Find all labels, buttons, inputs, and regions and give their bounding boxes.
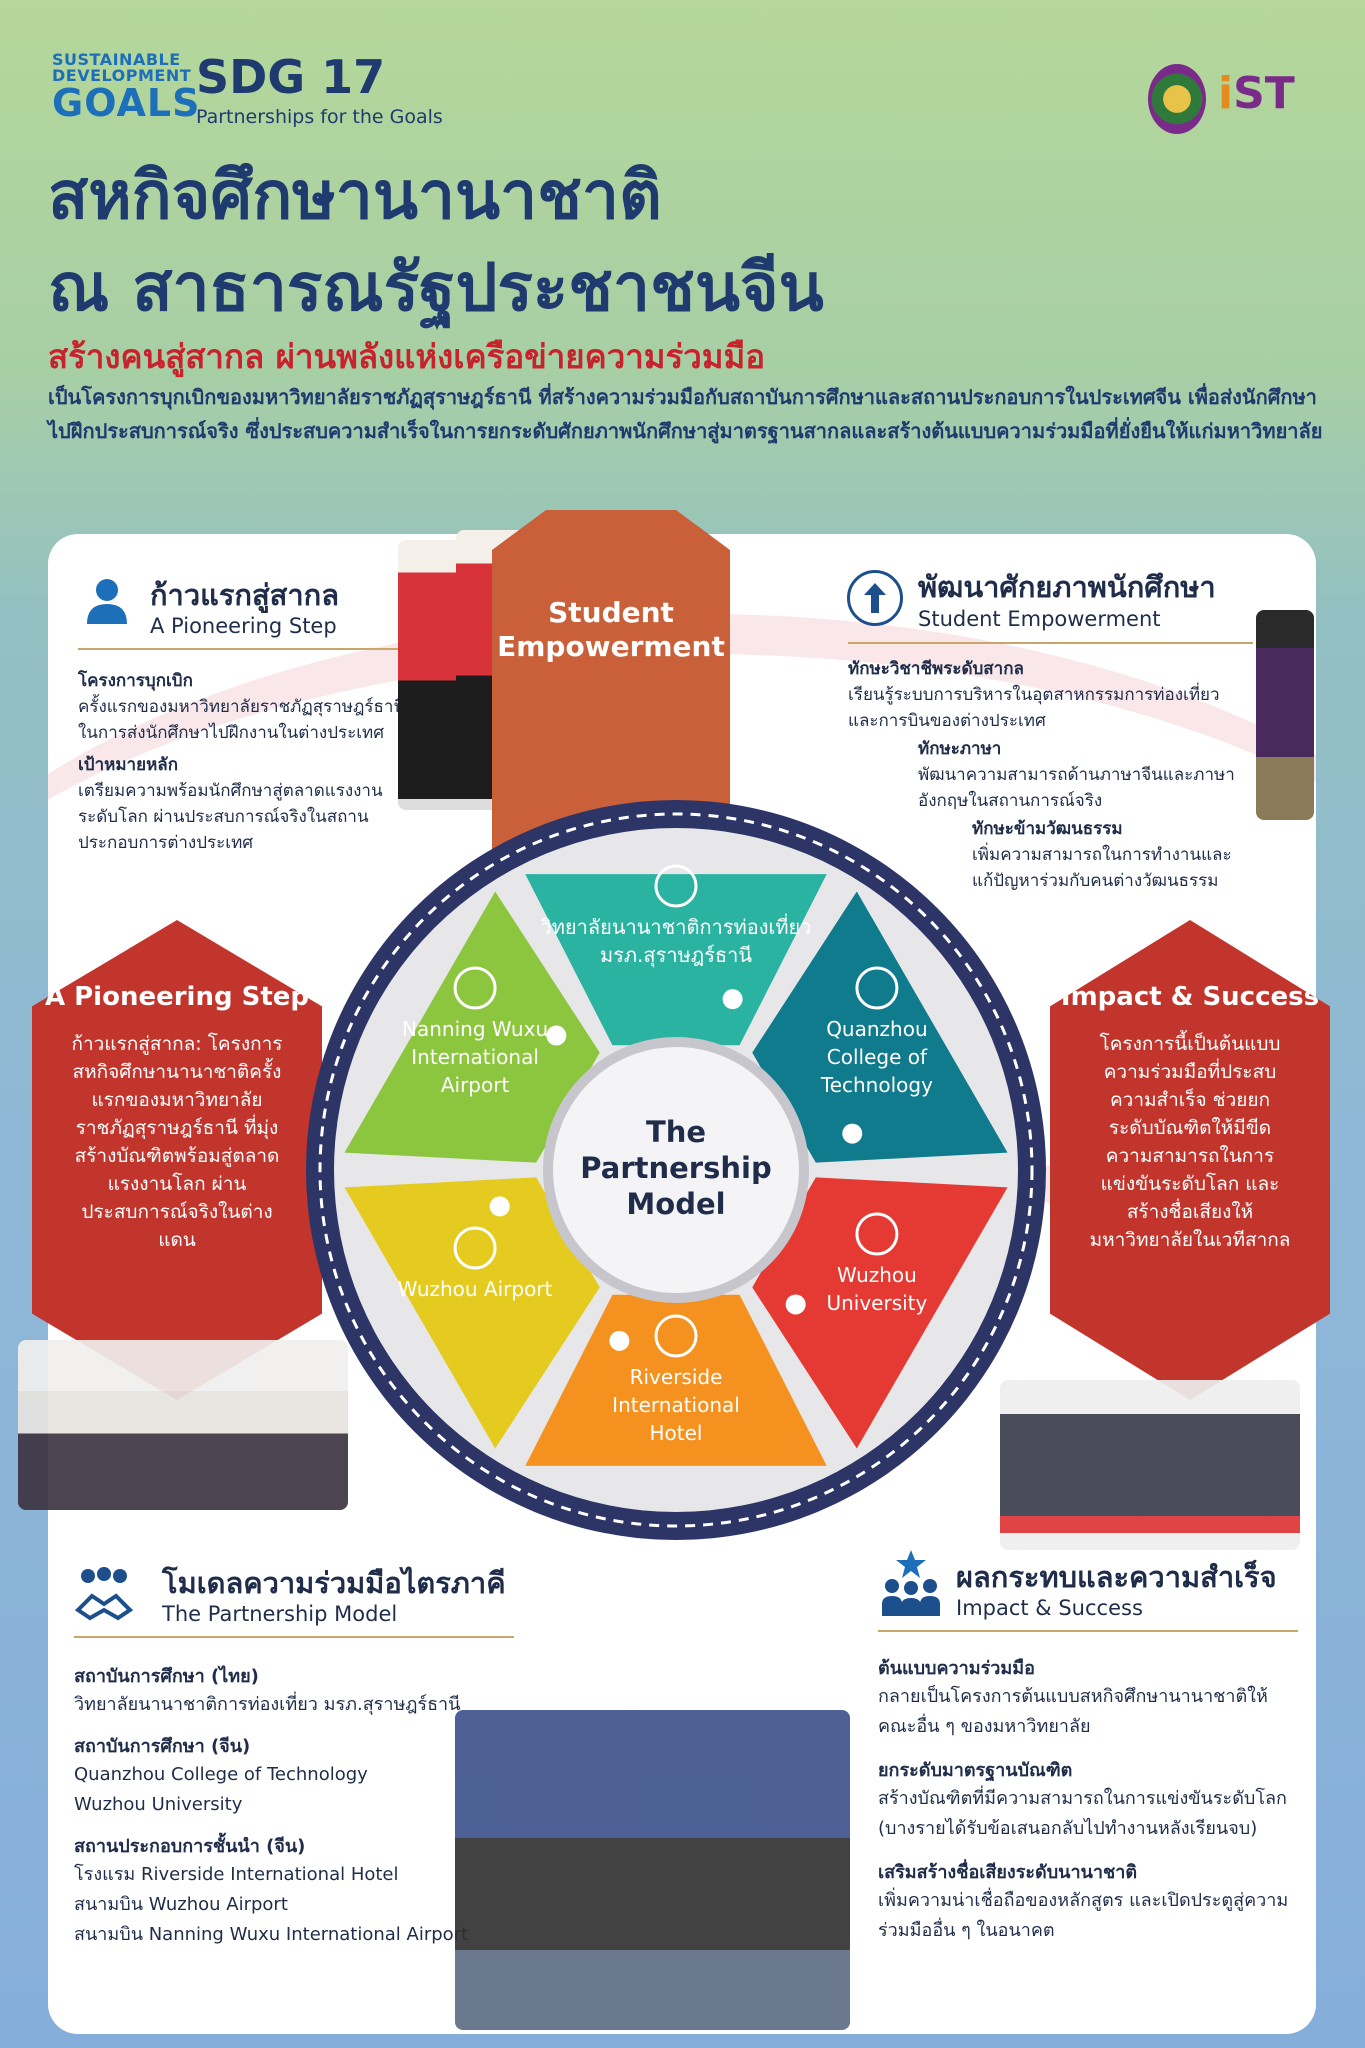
segment-dot bbox=[842, 1123, 863, 1144]
divider bbox=[848, 642, 1253, 644]
center-text-line3: Model bbox=[626, 1187, 725, 1221]
handshake-icon bbox=[74, 1564, 134, 1624]
divider bbox=[74, 1636, 514, 1638]
sdg-logo: SUSTAINABLE DEVELOPMENT GOALS bbox=[52, 50, 201, 125]
impact-title: ผลกระทบและความสำเร็จ bbox=[956, 1560, 1277, 1594]
wheel-segment bbox=[752, 891, 1008, 1163]
segment-label: Riverside bbox=[630, 1365, 723, 1389]
wheel-segment bbox=[525, 1294, 827, 1466]
impact-hexagon: Impact & Success โครงการนี้เป็นต้นแบบควา… bbox=[1050, 920, 1330, 1400]
impact-body: ต้นแบบความร่วมมือ กลายเป็นโครงการต้นแบบส… bbox=[878, 1658, 1289, 1941]
university-seal-icon bbox=[1148, 64, 1206, 134]
segment-label: International bbox=[411, 1045, 539, 1069]
pioneer-body: โครงการบุกเบิก ครั้งแรกของมหาวิทยาลัยราช… bbox=[78, 671, 406, 853]
sdg-number: SDG 17 bbox=[196, 50, 386, 104]
wheel-segment bbox=[344, 891, 600, 1163]
page-title: สหกิจศึกษานานาชาติ ณ สาธารณรัฐประชาชนจีน bbox=[48, 157, 824, 326]
ist-logo: iST bbox=[1218, 68, 1295, 119]
banner-text-line2: Empowerment bbox=[497, 630, 725, 663]
empower-body-3: ทักษะข้ามวัฒนธรรม เพิ่มความสามารถในการทำ… bbox=[972, 819, 1232, 891]
segment-dot bbox=[785, 1294, 806, 1315]
dashed-orbit bbox=[318, 812, 1034, 1528]
pioneer-subtitle: A Pioneering Step bbox=[150, 614, 337, 638]
segment-dot bbox=[546, 1025, 567, 1046]
segment-dot bbox=[609, 1330, 630, 1351]
segment-label: Wuzhou Airport bbox=[398, 1277, 553, 1301]
segment-label: Hotel bbox=[650, 1421, 703, 1445]
segment-label: Nanning Wuxu bbox=[402, 1017, 548, 1041]
segment-dot bbox=[489, 1196, 510, 1217]
divider bbox=[78, 648, 398, 650]
segment-icon bbox=[654, 864, 698, 908]
sdg-subtitle: Partnerships for the Goals bbox=[196, 106, 443, 128]
team-star-icon bbox=[878, 1548, 944, 1618]
segment-icon bbox=[855, 1212, 899, 1256]
impact-subtitle: Impact & Success bbox=[956, 1596, 1143, 1620]
wheel-segment bbox=[344, 1177, 600, 1449]
empower-body-2: ทักษะภาษา พัฒนาความสามารถด้านภาษาจีนและภ… bbox=[918, 739, 1235, 811]
segment-icon bbox=[453, 966, 497, 1010]
student-empowerment-banner bbox=[492, 510, 730, 870]
student-working-photo bbox=[1256, 610, 1314, 820]
segment-label: วิทยาลัยนานาชาติการท่องเที่ยว bbox=[541, 913, 812, 939]
wheel-segment bbox=[752, 1177, 1008, 1449]
segment-icon bbox=[453, 1226, 497, 1270]
segment-label: Quanzhou bbox=[826, 1017, 927, 1041]
page-subtitle: สร้างคนสู่สากล ผ่านพลังแห่งเครือข่ายความ… bbox=[48, 337, 766, 376]
intro-paragraph: เป็นโครงการบุกเบิกของมหาวิทยาลัยราชภัฏสุ… bbox=[48, 385, 1323, 443]
empower-body: ทักษะวิชาชีพระดับสากล เรียนรู้ระบบการบริ… bbox=[848, 659, 1220, 731]
person-icon bbox=[80, 574, 134, 628]
segment-icon bbox=[855, 966, 899, 1010]
mou-signing-photo bbox=[1000, 1380, 1300, 1550]
segment-dot bbox=[722, 989, 743, 1010]
empower-title: พัฒนาศักยภาพนักศึกษา bbox=[918, 570, 1216, 604]
center-text-line1: The bbox=[646, 1115, 706, 1149]
segment-labels: วิทยาลัยนานาชาติการท่องเที่ยวมรภ.สุราษฎร… bbox=[398, 864, 933, 1445]
arrow-up-icon bbox=[847, 570, 903, 626]
model-subtitle: The Partnership Model bbox=[162, 1602, 398, 1626]
segment-label: College of bbox=[827, 1045, 928, 1069]
model-title: โมเดลความร่วมมือไตรภาคี bbox=[162, 1566, 506, 1600]
segment-icon bbox=[654, 1314, 698, 1358]
pioneer-title: ก้าวแรกสู่สากล bbox=[150, 578, 339, 612]
segment-label: University bbox=[826, 1291, 927, 1315]
segment-label: Wuzhou bbox=[837, 1263, 917, 1287]
partnership-wheel: Student Empowerment The Partnership Mode… bbox=[306, 510, 1046, 1540]
group-photo bbox=[455, 1710, 850, 2030]
students-table-photo bbox=[18, 1340, 348, 1510]
segment-label: International bbox=[612, 1393, 740, 1417]
model-body: สถาบันการศึกษา (ไทย) วิทยาลัยนานาชาติการ… bbox=[74, 1666, 469, 1945]
segment-label: Airport bbox=[441, 1073, 510, 1097]
segment-label: มรภ.สุราษฎร์ธานี bbox=[600, 943, 752, 968]
divider bbox=[878, 1630, 1298, 1632]
center-text-line2: Partnership bbox=[580, 1151, 771, 1185]
segments-group bbox=[344, 874, 1008, 1466]
segment-label: Technology bbox=[820, 1073, 933, 1097]
empower-subtitle: Student Empowerment bbox=[918, 607, 1161, 631]
wheel-segment bbox=[525, 874, 827, 1046]
banner-text-line1: Student bbox=[548, 596, 674, 629]
pioneer-hexagon: A Pioneering Step ก้าวแรกสู่สากล: โครงกา… bbox=[32, 920, 322, 1400]
center-hub bbox=[543, 1037, 809, 1303]
